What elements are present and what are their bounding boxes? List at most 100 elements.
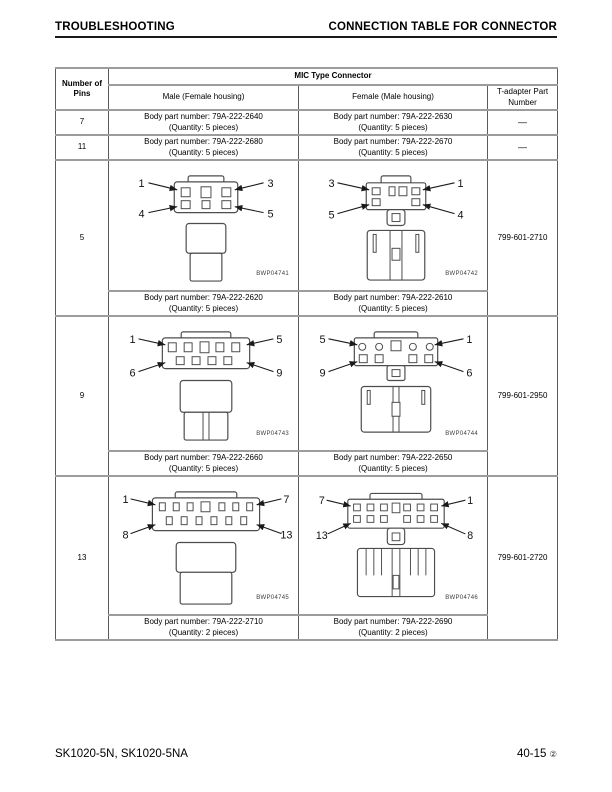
connector-drawing: 5 1 9 6: [320, 331, 472, 433]
connector-body-drawing: [366, 229, 426, 281]
part-number: Body part number: 79A-222-2690: [333, 617, 453, 627]
table-row: 11 Body part number: 79A-222-2680 (Quant…: [55, 134, 559, 161]
pin-label-bl: 9: [320, 368, 326, 380]
connector-face-drawing: [353, 331, 439, 382]
pin-arrows: [130, 498, 282, 535]
pin-label-bl: 8: [123, 530, 129, 542]
pins-count: 11: [55, 134, 109, 161]
pin-label-tr: 1: [457, 178, 463, 190]
col-header-mic-group: MIC Type Connector: [107, 67, 559, 86]
quantity: (Quantity: 5 pieces): [168, 463, 239, 473]
table-row: 13 1 7 8 13: [55, 475, 559, 641]
part-number: Body part number: 79A-222-2610: [333, 293, 453, 303]
part-number: Body part number: 79A-222-2650: [333, 453, 453, 463]
pin-label-tl: 7: [319, 495, 325, 507]
pin-label-tl: 1: [138, 178, 144, 190]
page-header: TROUBLESHOOTING CONNECTION TABLE FOR CON…: [55, 21, 557, 38]
female-connector-diagram-9pin: 5 1 9 6 BWP04744: [298, 315, 488, 452]
female-part-cell: Body part number: 79A-222-2650 (Quantity…: [298, 450, 488, 477]
col-header-pins: Number of Pins: [55, 67, 109, 111]
table-row: Body part number: 79A-222-2710 (Quantity…: [56, 614, 558, 641]
part-number: Body part number: 79A-222-2710: [144, 617, 263, 627]
male-part-cell: Body part number: 79A-222-2620 (Quantity…: [108, 290, 299, 317]
connector-body-drawing: [175, 541, 237, 605]
pin-label-br: 9: [276, 368, 282, 380]
tadapter-part-number: 799-601-2950: [486, 315, 559, 477]
pin-label-tr: 5: [276, 334, 282, 346]
figure-code: BWP04746: [445, 595, 478, 602]
pin-label-tr: 7: [283, 494, 289, 506]
connector-body-drawing: [179, 379, 233, 441]
connector-drawing: 3 1 5 4: [328, 175, 464, 281]
revision-circle-icon: ②: [549, 749, 557, 759]
footer-model-codes: SK1020-5N, SK1020-5NA: [55, 748, 188, 760]
connector-drawing: 1 5 6 9: [130, 331, 282, 441]
figure-code: BWP04743: [256, 431, 289, 438]
col-header-female: Female (Male housing): [298, 84, 488, 111]
quantity: (Quantity: 5 pieces): [168, 303, 239, 313]
pin-arrows: [337, 182, 455, 215]
quantity: (Quantity: 5 pieces): [358, 122, 428, 132]
quantity: (Quantity: 2 pieces): [358, 627, 428, 637]
connector-face-drawing: [151, 491, 261, 532]
tadapter-cell: —: [486, 109, 559, 136]
pin-label-br: 6: [466, 368, 472, 380]
tadapter-cell: —: [486, 134, 559, 161]
connector-face-drawing: [365, 175, 427, 227]
quantity: (Quantity: 5 pieces): [168, 122, 239, 132]
female-connector-diagram-5pin: 3 1 5 4 BWP04742: [298, 159, 488, 292]
connector-face-drawing: [173, 175, 239, 214]
pin-label-bl: 4: [138, 209, 144, 221]
connector-drawing: 1 7 8 13: [123, 491, 292, 605]
male-connector-diagram-5pin: 1 3 4 5 BWP04741: [108, 159, 299, 292]
pin-arrows: [328, 338, 464, 373]
col-header-male: Male (Female housing): [108, 84, 299, 111]
connector-body-drawing: [185, 222, 227, 282]
connector-drawing: 1 3 4 5: [138, 175, 274, 282]
figure-code: BWP04744: [445, 431, 478, 438]
pin-label-bl: 5: [328, 210, 334, 222]
pin-label-tl: 5: [320, 334, 326, 346]
quantity: (Quantity: 5 pieces): [168, 147, 239, 157]
male-part-cell: Body part number: 79A-222-2680 (Quantity…: [108, 134, 299, 161]
connector-face-drawing: [347, 492, 445, 546]
pin-arrows: [138, 338, 274, 373]
table-row: Body part number: 79A-222-2660 (Quantity…: [56, 450, 558, 477]
table-header-group-row: Number of Pins MIC Type Connector: [55, 67, 559, 111]
table-row: 5 1 3 4 5: [55, 159, 559, 317]
pin-label-br: 4: [457, 210, 463, 222]
pin-label-bl: 13: [316, 530, 328, 542]
pins-count: 9: [55, 315, 109, 477]
pin-arrows: [326, 499, 466, 535]
figure-code: BWP04745: [256, 595, 289, 602]
tadapter-part-number: 799-601-2710: [486, 159, 559, 317]
part-number: Body part number: 79A-222-2680: [144, 137, 263, 147]
figure-code: BWP04742: [445, 271, 478, 278]
pin-label-br: 5: [267, 209, 273, 221]
pins-count: 13: [55, 475, 109, 641]
pin-label-tl: 3: [328, 178, 334, 190]
col-header-tadapter: T-adapter Part Number: [486, 84, 559, 111]
connector-body-drawing: [360, 385, 432, 433]
part-number: Body part number: 79A-222-2640: [144, 112, 263, 122]
pins-count: 7: [55, 109, 109, 136]
female-part-cell: Body part number: 79A-222-2690 (Quantity…: [298, 614, 488, 641]
connector-table: Number of Pins MIC Type Connector Male (…: [55, 67, 559, 641]
male-part-cell: Body part number: 79A-222-2640 (Quantity…: [108, 109, 299, 136]
pin-label-tr: 3: [267, 178, 273, 190]
connector-body-drawing: [356, 547, 436, 598]
female-part-cell: Body part number: 79A-222-2630 (Quantity…: [298, 109, 488, 136]
quantity: (Quantity: 2 pieces): [168, 627, 239, 637]
table-row: 9 1 5 6 9: [55, 315, 559, 477]
header-chapter-title: CONNECTION TABLE FOR CONNECTOR: [328, 21, 557, 33]
connector-drawing: 7 1 13 8: [316, 492, 473, 598]
pin-label-bl: 6: [130, 368, 136, 380]
part-number: Body part number: 79A-222-2660: [144, 453, 263, 463]
quantity: (Quantity: 5 pieces): [358, 463, 428, 473]
table-header-row: Male (Female housing) Female (Male housi…: [56, 84, 559, 111]
table-row: 7 Body part number: 79A-222-2640 (Quanti…: [55, 109, 559, 136]
tadapter-part-number: 799-601-2720: [486, 475, 559, 641]
pin-label-tl: 1: [123, 494, 129, 506]
